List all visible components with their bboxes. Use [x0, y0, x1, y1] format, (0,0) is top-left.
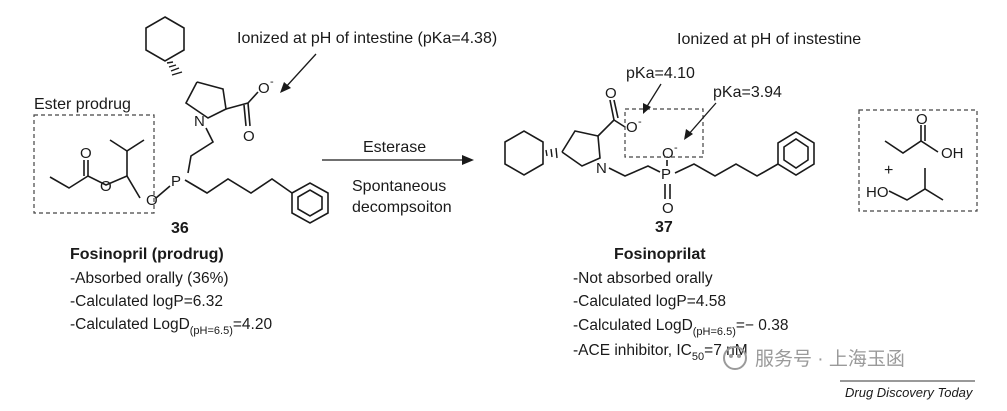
charge-minus-right-2: - — [674, 142, 678, 154]
bond-c-o-double-right-2 — [613, 99, 619, 119]
alcohol-atom-ho: HO — [866, 184, 889, 201]
prop-right-1: -Not absorbed orally — [573, 270, 713, 287]
plus-sign: + — [884, 162, 893, 179]
atom-o-minus-left: O — [258, 80, 270, 97]
bond-c-ominus-right — [613, 119, 626, 128]
reaction-arrow-group: Esterase Spontaneous decompsoiton — [322, 139, 474, 216]
ionized-note-right: Ionized at pH of instestine — [677, 31, 861, 48]
reaction-label-above: Esterase — [363, 139, 426, 156]
compound-number-36: 36 — [171, 220, 189, 237]
reaction-label-below-1: Spontaneous — [352, 178, 446, 195]
byproducts-box — [858, 109, 978, 212]
bond-carboxyl-right — [597, 119, 615, 137]
atom-o-ester-carbonyl-left: O — [80, 145, 92, 162]
cyclohexyl-ring-left — [145, 16, 185, 62]
bond-c-o-double-right-1 — [609, 99, 615, 121]
ionized-arrow-left — [284, 53, 317, 89]
pka-label-1: pKa=4.10 — [626, 65, 695, 82]
prop-left-1: -Absorbed orally (36%) — [70, 270, 229, 287]
bond-c-ominus-left — [247, 91, 259, 104]
pyrrolidine-ring-left — [184, 81, 227, 119]
atom-n-left: N — [194, 113, 205, 130]
ester-prodrug-label: Ester prodrug — [34, 96, 131, 113]
charge-minus-right-1: - — [638, 116, 642, 128]
fosinoprilat-structure: O O - N P O - O Ionized at pH of instest… — [504, 31, 861, 363]
phenyl-inner-right — [783, 138, 809, 169]
reaction-arrowhead — [462, 155, 474, 165]
watermark-logo-icon — [723, 346, 747, 370]
bond-n-chain-left — [187, 127, 215, 174]
atom-n-right: N — [596, 160, 607, 177]
watermark-logo-dot-2 — [737, 354, 741, 358]
prop-right-3: -Calculated LogD(pH=6.5)=− 0.38 — [573, 317, 788, 338]
charge-minus-left: - — [270, 76, 274, 88]
compound-name-right: Fosinoprilat — [614, 246, 706, 263]
atom-o-minus-right-1: O — [626, 119, 638, 136]
pka-arrowhead-1 — [643, 103, 651, 114]
isobutanol-chain — [888, 188, 944, 201]
bond-carboxyl-left — [225, 102, 249, 110]
atom-p-right: P — [661, 166, 671, 183]
credit-text: Drug Discovery Today — [845, 385, 974, 400]
hashed-bond-right — [545, 147, 558, 159]
ester-prodrug-box — [33, 114, 155, 214]
byproducts: O OH + HO — [858, 109, 978, 212]
isobutyl-branch-left-2 — [126, 139, 145, 152]
propanoic-acid-chain — [884, 140, 939, 154]
ester-moiety-left: O O — [49, 139, 145, 199]
atom-o-carbonyl-left: O — [243, 128, 255, 145]
cyclohexyl-ring-right — [504, 130, 544, 176]
compound-name-left: Fosinopril (prodrug) — [70, 246, 224, 263]
pka-arrowhead-2 — [684, 129, 693, 140]
bond-c-o-double-left-1 — [247, 102, 251, 127]
watermark-logo-dot-1 — [729, 354, 733, 358]
atom-o-ester-left: O — [146, 192, 158, 209]
atom-o-minus-right-2: O — [662, 145, 674, 162]
prop-right-2: -Calculated logP=4.58 — [573, 293, 726, 310]
isobutyl-branch-left-1 — [109, 139, 128, 152]
butyl-chain-right — [674, 163, 779, 177]
acid-atom-oh: OH — [941, 145, 964, 162]
phenyl-ring-left — [291, 182, 329, 224]
pyrrolidine-ring-right — [561, 130, 601, 167]
compound-number-37: 37 — [655, 219, 673, 236]
acid-atom-o: O — [916, 111, 928, 128]
pka-arrow-2 — [687, 102, 717, 136]
watermark-group: 服务号 · 上海玉函 — [723, 346, 905, 370]
fosinopril-structure: O - O N P O O O Ester prodrug Ionized at… — [33, 16, 497, 337]
bond-p-o-left — [155, 185, 171, 199]
ionized-arrowhead-left — [280, 82, 291, 93]
ester-chain-left — [49, 174, 141, 199]
watermark-text: 服务号 · 上海玉函 — [755, 348, 905, 370]
phenyl-inner-left — [297, 189, 323, 217]
pka-label-2: pKa=3.94 — [713, 84, 782, 101]
prop-right-4: -ACE inhibitor, IC50=7 nM — [573, 342, 748, 363]
pka-arrow-1 — [645, 83, 662, 109]
phenyl-ring-right — [777, 131, 815, 176]
atom-o-phosphoryl-right: O — [662, 200, 674, 217]
prop-left-3: -Calculated LogD(pH=6.5)=4.20 — [70, 316, 272, 337]
ionized-note-left: Ionized at pH of intestine (pKa=4.38) — [237, 30, 497, 47]
bond-n-chain-right — [608, 165, 661, 177]
atom-o-ester-link-left: O — [100, 178, 112, 195]
atom-o-carbonyl-right: O — [605, 85, 617, 102]
bond-c-o-double-left-2 — [243, 104, 247, 127]
ionizable-groups-box — [624, 108, 704, 158]
hashed-bond-left — [166, 61, 183, 76]
prop-left-2: -Calculated logP=6.32 — [70, 293, 223, 310]
butyl-chain-left — [184, 178, 293, 194]
atom-p-left: P — [171, 173, 181, 190]
reaction-label-below-2: decompsoiton — [352, 199, 452, 216]
